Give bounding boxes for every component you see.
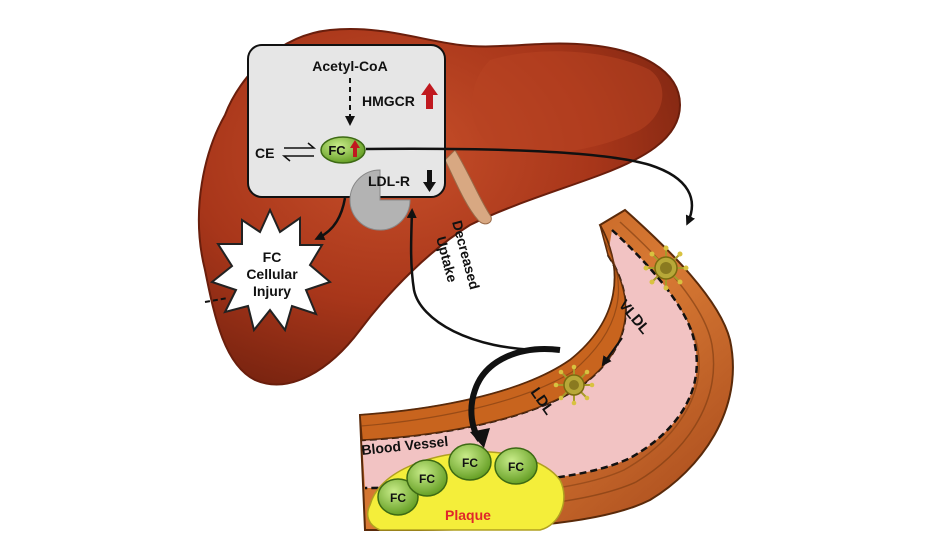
vessel-lumen xyxy=(362,230,697,488)
injury-fc-label: FC xyxy=(263,249,282,265)
ldl-to-plaque-arrow xyxy=(468,346,561,442)
plaque-fc-label-4: FC xyxy=(508,460,524,474)
injury-cellular-label: Cellular xyxy=(246,266,298,282)
decreased-uptake-arrow xyxy=(406,208,546,352)
hmgcr-label: HMGCR xyxy=(362,93,415,109)
ldl-r-label: LDL-R xyxy=(368,173,410,189)
ce-label: CE xyxy=(255,145,274,161)
plaque-fc-4: FC xyxy=(494,447,538,485)
ldl-receptor: LDL-R xyxy=(349,169,436,231)
plaque-label: Plaque xyxy=(445,507,491,523)
plaque-fc-2: FC xyxy=(406,459,448,497)
plaque-fc-1: FC xyxy=(377,478,419,516)
vldl-to-ldl-arrow xyxy=(601,337,623,367)
fc-up-arrow-icon xyxy=(350,140,360,157)
fc-free-cholesterol: FC xyxy=(320,136,366,164)
fc-to-vldl-arrow xyxy=(365,147,696,226)
fc-cellular-injury-burst: FC Cellular Injury xyxy=(209,207,332,333)
plaque-fc-label-1: FC xyxy=(390,491,406,505)
injury-injury-label: Injury xyxy=(253,283,291,299)
ldlr-down-arrow-icon xyxy=(423,170,436,192)
injury-dash-left xyxy=(204,297,229,303)
vldl-particle-icon xyxy=(643,245,689,291)
ldl-to-plaque-arrowhead xyxy=(470,428,490,448)
liver-left-lobe-highlight xyxy=(471,51,663,154)
plaque: Plaque FC FC FC FC FC xyxy=(367,443,565,531)
plaque-fc-label-2: FC xyxy=(419,472,435,486)
hmgcr-up-arrow-icon xyxy=(421,83,438,109)
gallbladder xyxy=(444,149,492,225)
acetyl-coa-label: Acetyl-CoA xyxy=(312,58,387,74)
fc-center-label: FC xyxy=(328,143,346,158)
plaque-fc-label-3: FC xyxy=(462,456,478,470)
equilibrium-arrows-icon xyxy=(281,142,317,162)
fc-to-injury-arrow xyxy=(314,197,347,240)
plaque-fc-3: FC xyxy=(448,443,492,481)
ldl-particle-icon xyxy=(553,364,595,406)
